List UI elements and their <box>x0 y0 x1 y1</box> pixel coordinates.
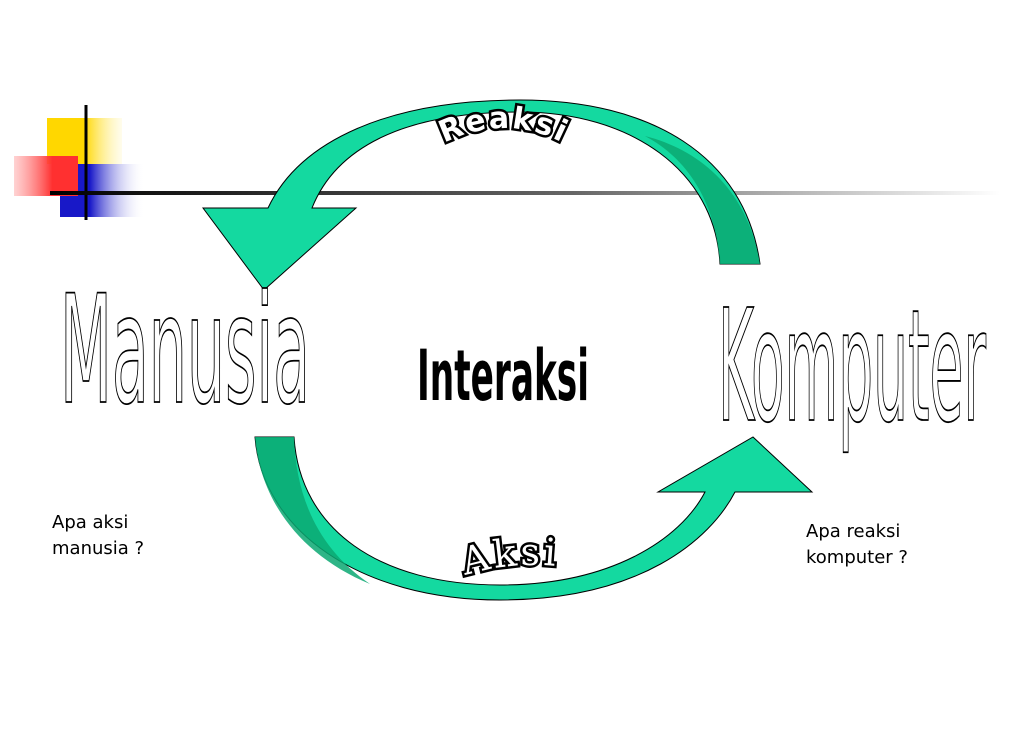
computer-question-line-2: komputer ? <box>806 547 908 568</box>
bottom-arrow-label: Aksi <box>456 530 561 584</box>
human-question-note: Apa aksi manusia ? <box>52 510 144 562</box>
computer-question-note: Apa reaksi komputer ? <box>806 519 908 571</box>
human-label: Manusia <box>60 264 310 438</box>
computer-label: Komputer <box>718 276 986 457</box>
human-question-line-1: Apa aksi <box>52 512 129 533</box>
curved-arrow-bottom-icon <box>254 436 814 601</box>
human-question-line-2: manusia ? <box>52 538 145 559</box>
curved-arrow-top-icon <box>202 99 761 291</box>
center-label: Interaksi <box>417 335 589 417</box>
corner-decoration-icon <box>14 105 1000 220</box>
computer-question-line-1: Apa reaksi <box>806 521 901 542</box>
